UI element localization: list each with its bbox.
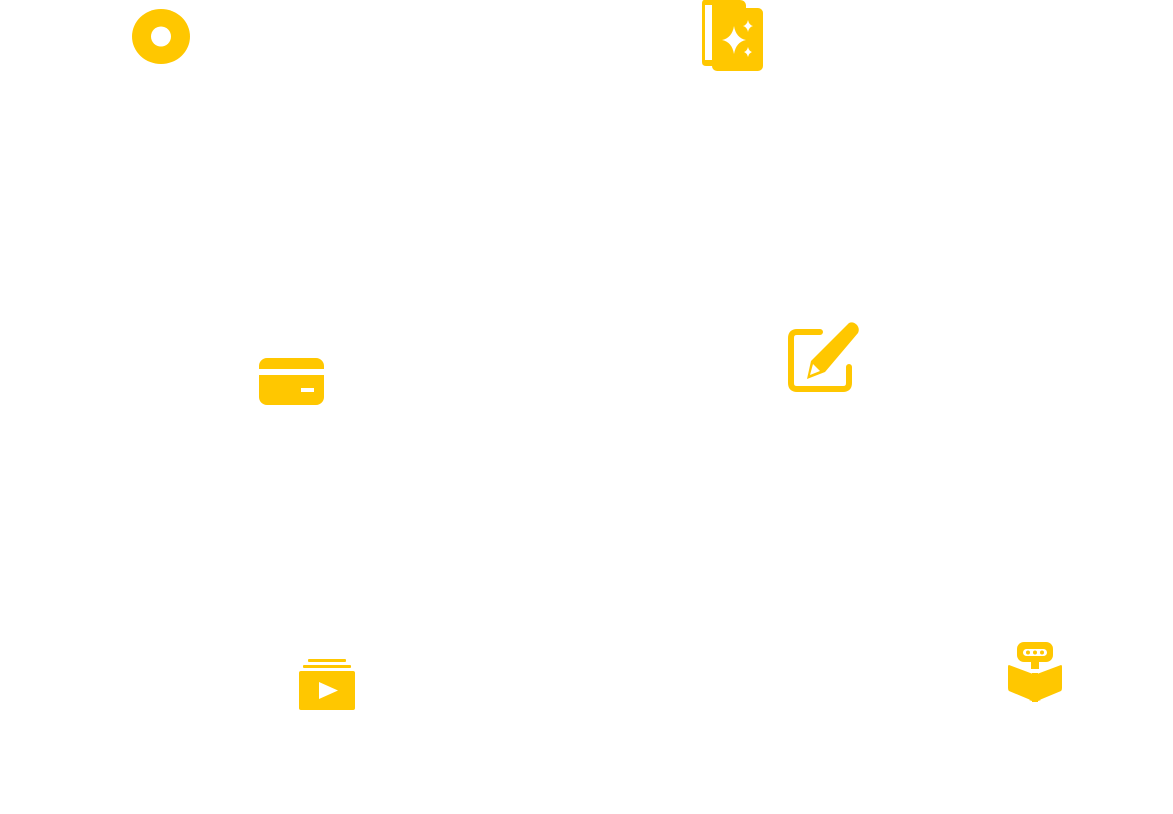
credit-card-icon: [258, 357, 325, 406]
robot-reading-icon: [1007, 641, 1063, 702]
ring-icon: [131, 8, 191, 65]
video-playlist-icon: [298, 659, 356, 711]
edit-pencil-icon: [787, 322, 860, 392]
sparkle-copy-icon: [700, 0, 764, 72]
